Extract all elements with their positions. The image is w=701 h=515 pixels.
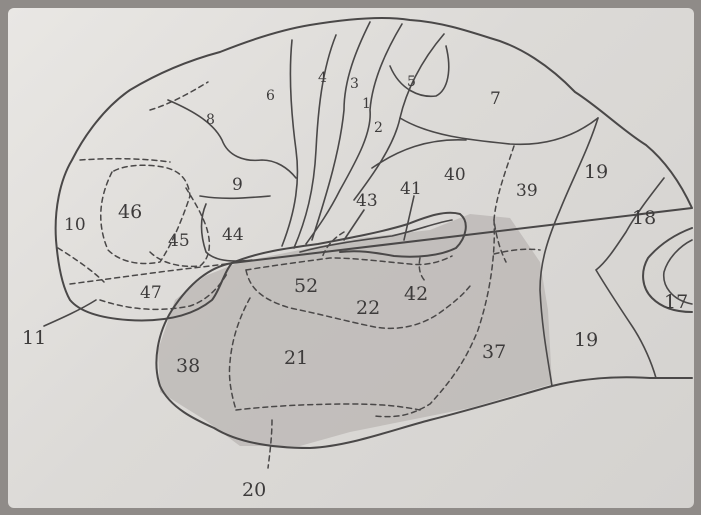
area-label-20: 20	[242, 479, 266, 501]
area-label-9: 9	[232, 175, 243, 195]
area-label-2: 2	[374, 120, 383, 136]
area-label-7: 7	[490, 89, 501, 109]
area-label-18: 18	[632, 207, 656, 229]
area-label-6: 6	[266, 88, 275, 104]
area-label-43: 43	[356, 191, 378, 211]
area5-boundary	[390, 46, 449, 96]
area45-outline	[150, 188, 209, 266]
area-label-47: 47	[140, 283, 162, 303]
area-label-8: 8	[206, 112, 215, 128]
area-label-5: 5	[407, 74, 416, 90]
area9-dash-top	[80, 159, 170, 162]
area-label-17: 17	[664, 291, 688, 313]
area-label-22: 22	[356, 297, 380, 319]
area-label-37: 37	[482, 341, 506, 363]
area-label-19-bottom: 19	[574, 329, 598, 351]
area-label-1: 1	[362, 96, 371, 112]
area-label-40: 40	[444, 165, 466, 185]
area-label-52: 52	[294, 275, 318, 297]
area-label-42: 42	[404, 283, 428, 305]
area2-boundary	[354, 34, 444, 200]
area-label-10: 10	[64, 215, 86, 235]
area-label-39: 39	[516, 181, 538, 201]
area10-dash	[58, 248, 104, 282]
precentral-sulcus	[282, 40, 297, 246]
area-label-46: 46	[118, 201, 142, 223]
area-label-41: 41	[400, 179, 422, 199]
area-label-45: 45	[168, 231, 190, 251]
area-label-19-top: 19	[584, 161, 608, 183]
area7-boundary	[400, 118, 598, 144]
area9-lower	[200, 196, 270, 198]
area-label-4: 4	[318, 70, 327, 86]
area-label-44: 44	[222, 225, 244, 245]
inferior-frontal-sulcus	[168, 100, 296, 178]
area-label-21: 21	[284, 347, 308, 369]
area-label-3: 3	[350, 76, 359, 92]
central-sulcus-front	[294, 35, 336, 248]
area-label-11: 11	[22, 327, 46, 349]
area-label-38: 38	[176, 355, 200, 377]
